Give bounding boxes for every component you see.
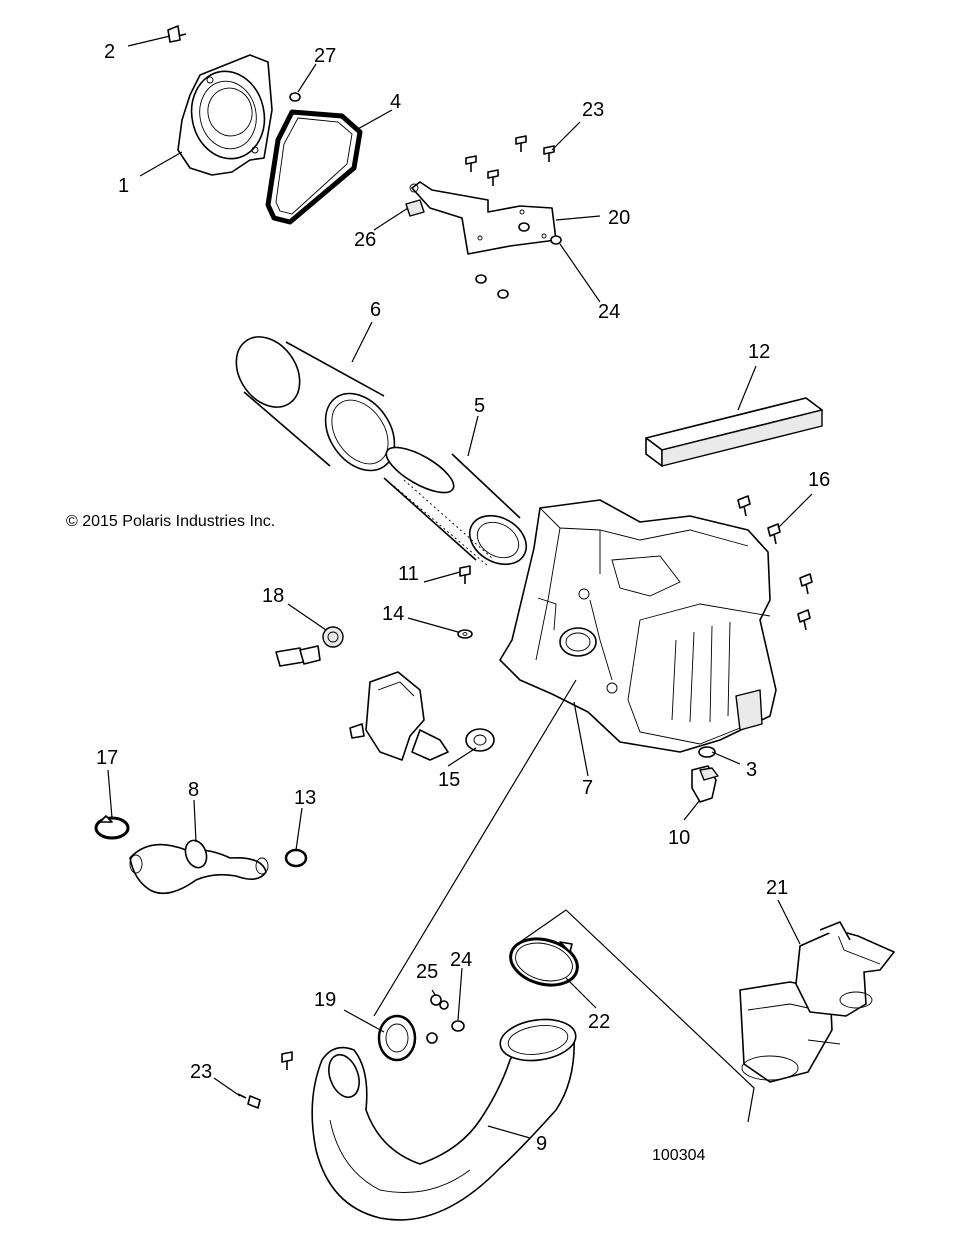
callout-17: 17 — [96, 747, 118, 769]
callout-14: 14 — [382, 603, 404, 625]
callout-18: 18 — [262, 585, 284, 607]
callout-1: 1 — [118, 175, 129, 197]
callout-23-bottom: 23 — [190, 1061, 212, 1083]
callout-23-top: 23 — [582, 99, 604, 121]
part-20-bracket — [409, 181, 557, 255]
part-23-screws-top — [465, 135, 555, 186]
part-14-washer — [457, 629, 473, 639]
callout-11: 11 — [398, 563, 419, 585]
callout-12: 12 — [748, 341, 770, 363]
part-23-screws-bottom — [237, 1051, 293, 1109]
part-24-nuts-top — [475, 222, 562, 299]
part-6-prefilter — [235, 336, 396, 472]
callout-8: 8 — [188, 779, 199, 801]
part-8-hose — [129, 839, 269, 895]
part-13-clamp — [284, 848, 308, 868]
part-9-duct-tube — [311, 1018, 577, 1221]
part-24-25-nuts-bottom — [426, 994, 465, 1044]
callout-20: 20 — [608, 207, 630, 229]
leader-lines — [107, 35, 813, 1139]
part-22-hose-clamp — [509, 937, 579, 987]
part-2-screw — [167, 25, 187, 43]
part-11-screw — [459, 565, 471, 584]
part-17-clamp — [94, 815, 130, 840]
callout-3: 3 — [746, 759, 757, 781]
part-3-o-ring — [698, 746, 716, 758]
copyright-text: © 2015 Polaris Industries Inc. — [66, 513, 275, 530]
part-21-intake-ducts — [739, 921, 895, 1083]
callout-21: 21 — [766, 877, 788, 899]
part-16-screws — [737, 495, 813, 631]
callout-24-top: 24 — [598, 301, 620, 323]
callout-6: 6 — [370, 299, 381, 321]
callout-16: 16 — [808, 469, 830, 491]
callout-9: 9 — [536, 1133, 547, 1155]
part-10-drain-valve — [691, 765, 719, 803]
callout-26: 26 — [354, 229, 376, 251]
callout-19: 19 — [314, 989, 336, 1011]
callout-4: 4 — [390, 91, 401, 113]
callout-24-bottom: 24 — [450, 949, 472, 971]
callout-5: 5 — [474, 395, 485, 417]
part-15-valve-assembly — [349, 671, 495, 761]
part-19-grommet — [377, 1014, 417, 1062]
part-7-airbox — [499, 499, 777, 753]
part-12-foam-block — [645, 397, 823, 467]
callout-10: 10 — [668, 827, 690, 849]
callout-22: 22 — [588, 1011, 610, 1033]
callout-2: 2 — [104, 41, 115, 63]
part-4-gasket — [265, 109, 363, 225]
part-18-sensor — [275, 626, 344, 667]
part-26-clip-nut — [405, 199, 425, 217]
part-27-nut — [289, 92, 301, 102]
callout-27: 27 — [314, 45, 336, 67]
callout-13: 13 — [294, 787, 316, 809]
callout-15: 15 — [438, 769, 460, 791]
callout-25: 25 — [416, 961, 438, 983]
part-5-filter-element — [383, 446, 528, 567]
part-1-flange-plate — [177, 54, 273, 176]
callout-labels: 2 1 27 4 23 20 26 24 6 5 12 16 © 2015 Po… — [66, 41, 830, 1164]
callout-7: 7 — [582, 777, 593, 799]
drawing-number: 100304 — [652, 1147, 705, 1164]
